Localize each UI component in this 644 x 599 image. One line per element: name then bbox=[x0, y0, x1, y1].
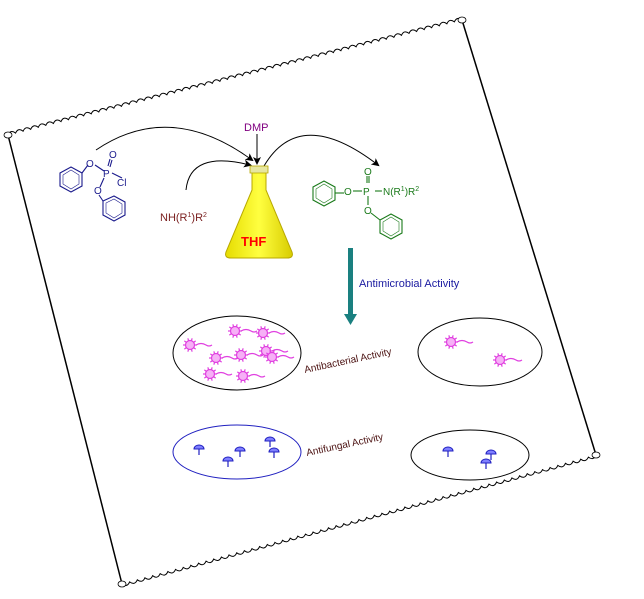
antibacterial-control-plate bbox=[172, 315, 302, 391]
fungus-icon bbox=[234, 446, 246, 457]
product-phenyl-ring-2 bbox=[379, 213, 403, 240]
reactant-oxygen-1: O bbox=[86, 159, 94, 170]
bacterium-icon bbox=[493, 353, 523, 367]
product-phenyl-ring-1 bbox=[312, 180, 336, 207]
antibacterial-label: Antibacterial Activity bbox=[303, 347, 392, 376]
flask-neck bbox=[249, 165, 269, 174]
reactant-phenyl-ring-2 bbox=[102, 195, 126, 222]
reactant-oxygen-2: O bbox=[94, 186, 102, 197]
frame-right-edge bbox=[461, 19, 597, 456]
frame-corner-knobs bbox=[3, 16, 601, 588]
fungus-icon bbox=[222, 456, 234, 467]
product-oxo: O bbox=[364, 167, 372, 178]
bacterium-icon bbox=[256, 326, 286, 340]
amine-label: NH(R1)R2 bbox=[160, 212, 207, 224]
bacterium-icon bbox=[265, 350, 295, 364]
flask-liquid bbox=[225, 171, 293, 259]
fungus-icon bbox=[193, 444, 205, 455]
reactant-structure bbox=[59, 158, 126, 222]
flask: THF bbox=[225, 165, 293, 259]
product-oxygen-2: O bbox=[364, 206, 372, 217]
bacterium-icon bbox=[234, 348, 264, 362]
bacterium-icon bbox=[183, 338, 213, 352]
fungus-icon bbox=[442, 446, 454, 457]
bacterium-icon bbox=[444, 335, 474, 349]
frame-left-edge bbox=[7, 134, 123, 585]
antibacterial-treated-plate bbox=[417, 317, 543, 387]
reactant-arrow bbox=[95, 126, 254, 162]
fungal-colonies bbox=[193, 436, 497, 469]
fungus-icon bbox=[268, 447, 280, 458]
bacterium-icon bbox=[228, 324, 258, 338]
product-oxygen-1: O bbox=[344, 187, 352, 198]
bacterium-icon bbox=[236, 369, 266, 383]
fungus-icon bbox=[485, 449, 497, 460]
frame-top-spring bbox=[7, 17, 463, 136]
bacterium-icon bbox=[209, 351, 239, 365]
bacteria-colonies bbox=[183, 324, 523, 383]
frame-bottom-spring bbox=[121, 454, 597, 586]
reactant-oxo: O bbox=[109, 150, 117, 161]
product-phosphorus: P bbox=[363, 187, 370, 198]
reaction-arrows bbox=[95, 126, 380, 191]
antimicrobial-label: Antimicrobial Activity bbox=[359, 278, 460, 290]
product-structure bbox=[312, 176, 403, 240]
frame bbox=[3, 16, 601, 588]
product-arrow bbox=[263, 134, 380, 167]
reactant-phenyl-ring-1 bbox=[59, 166, 83, 193]
dmp-label: DMP bbox=[244, 122, 268, 134]
antifungal-control-plate bbox=[172, 424, 302, 480]
reactant-chlorine: Cl bbox=[117, 178, 126, 189]
activity-arrow bbox=[344, 248, 357, 325]
amine-arrow bbox=[185, 159, 252, 191]
product-amine-group: N(R1)R2 bbox=[383, 186, 419, 198]
reactant-phosphorus: P bbox=[103, 169, 110, 180]
bacterium-icon bbox=[203, 367, 233, 381]
fungus-icon bbox=[264, 436, 276, 447]
antifungal-treated-plate bbox=[410, 429, 530, 481]
solvent-label: THF bbox=[241, 234, 266, 249]
antifungal-label: Antifungal Activity bbox=[305, 432, 384, 459]
fungus-icon bbox=[480, 458, 492, 469]
